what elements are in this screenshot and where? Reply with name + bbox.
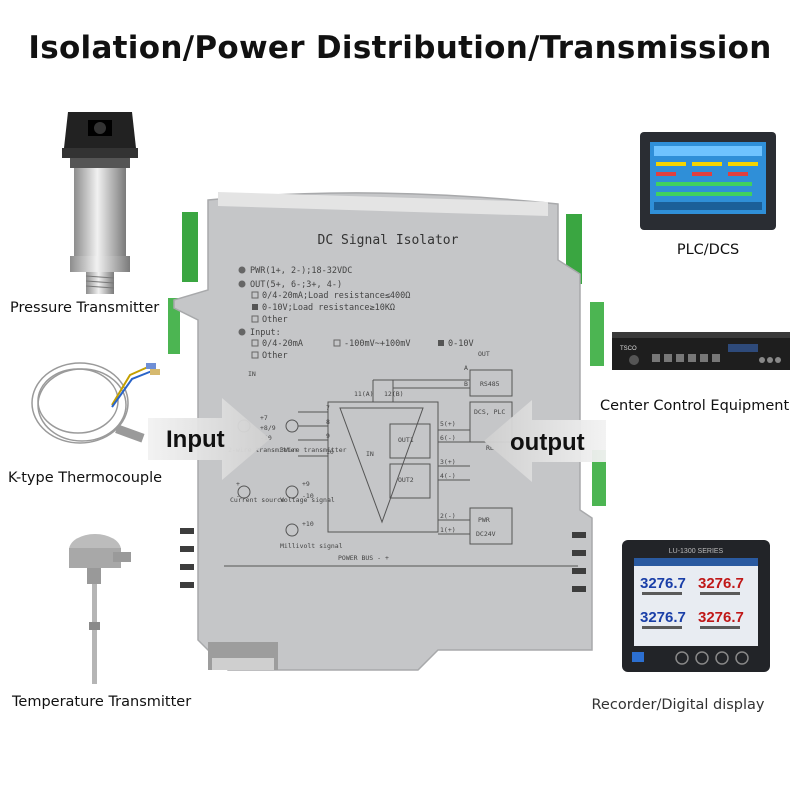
terminal-a: A bbox=[464, 364, 468, 372]
out-option-1: 0/4-20mA;Load resistance≤400Ω bbox=[262, 291, 410, 301]
module-title: DC Signal Isolator bbox=[318, 233, 459, 248]
current-source-label: Current source bbox=[230, 496, 285, 504]
input-arrow: Input bbox=[148, 398, 270, 480]
center-control-equipment-image: TSCO bbox=[612, 332, 790, 370]
plc-dcs-label: PLC/DCS bbox=[676, 242, 740, 258]
pressure-transmitter-label: Pressure Transmitter bbox=[10, 300, 160, 316]
terminal-8: 8 bbox=[326, 418, 330, 426]
thermocouple-label: K-type Thermocouple bbox=[8, 470, 163, 486]
two-wire-label: 2-wire transmitter bbox=[228, 446, 299, 454]
voltage-signal-label: Voltage signal bbox=[280, 496, 335, 504]
out1-block: OUT1 bbox=[398, 436, 414, 444]
millivolt-signal-label: Millivolt signal bbox=[280, 542, 343, 550]
terminal-p9: +9 bbox=[302, 480, 310, 488]
recorder-value-3: 3276.7 bbox=[640, 609, 686, 626]
terminal-m10-b: -10 bbox=[302, 492, 314, 500]
in-option-3: 0-10V bbox=[448, 339, 474, 349]
in-option-1: 0/4-20mA bbox=[262, 339, 303, 349]
out2-block: OUT2 bbox=[398, 476, 414, 484]
terminal-7: 7 bbox=[326, 404, 330, 412]
out-label: OUT bbox=[478, 350, 490, 358]
terminal-3: 3(+) bbox=[440, 458, 456, 466]
three-wire-label: 3Wire transmitter bbox=[280, 446, 347, 454]
out-spec: OUT(5+, 6-;3+, 4-) bbox=[250, 280, 342, 290]
recorder-value-1: 3276.7 bbox=[640, 575, 686, 592]
recorder-series: LU-1300 SERIES bbox=[669, 548, 724, 555]
terminal-p7: +7 bbox=[260, 414, 268, 422]
terminal-10: 10 bbox=[326, 448, 334, 456]
recorder-value-4: 3276.7 bbox=[698, 609, 744, 626]
center-control-label: Center Control Equipment bbox=[600, 398, 790, 414]
terminal-p89: +8/9 bbox=[260, 424, 276, 432]
terminal-b: B bbox=[464, 380, 468, 388]
output-arrow: output bbox=[484, 400, 606, 482]
pressure-transmitter-image bbox=[62, 112, 138, 294]
rs485-label: RS485 bbox=[480, 380, 500, 388]
in-block: IN bbox=[366, 450, 374, 458]
in-option-2: -100mV~+100mV bbox=[344, 339, 411, 349]
input-arrow-label: Input bbox=[166, 426, 225, 453]
terminal-2: 2(-) bbox=[440, 512, 456, 520]
terminal-1: 1(+) bbox=[440, 526, 456, 534]
plus-sign: + bbox=[236, 480, 240, 488]
in-option-4: Other bbox=[262, 351, 288, 361]
rl-label-1: RL bbox=[486, 444, 494, 452]
pwr-label: PWR bbox=[478, 516, 490, 524]
plc-dcs-image bbox=[640, 132, 776, 230]
dcs-plc-label: DCS, PLC bbox=[474, 408, 505, 416]
dc24v-label: DC24V bbox=[476, 530, 496, 538]
terminal-12: 12(B) bbox=[384, 390, 404, 398]
out-option-3: Other bbox=[262, 315, 288, 325]
temperature-transmitter-label: Temperature Transmitter bbox=[12, 694, 192, 710]
recorder-value-2: 3276.7 bbox=[698, 575, 744, 592]
pwr-spec: PWR(1+, 2-);18-32VDC bbox=[250, 266, 352, 276]
terminal-5: 5(+) bbox=[440, 420, 456, 428]
thermocouple-image bbox=[31, 362, 160, 444]
terminal-9: 9 bbox=[326, 432, 330, 440]
terminal-6: 6(-) bbox=[440, 434, 456, 442]
terminal-p10: +10 bbox=[302, 520, 314, 528]
minus-sign: - bbox=[236, 492, 240, 500]
terminal-4: 4(-) bbox=[440, 472, 456, 480]
power-bus-label: POWER BUS - + bbox=[338, 554, 389, 562]
control-brand: TSCO bbox=[620, 346, 637, 352]
in-label: IN bbox=[248, 370, 256, 378]
recorder-label: Recorder/Digital display bbox=[591, 697, 765, 713]
dc-signal-isolator-module: DC Signal Isolator PWR(1+, 2-);18-32VDC … bbox=[168, 192, 606, 671]
page-title: Isolation/Power Distribution/Transmissio… bbox=[28, 30, 772, 66]
input-spec: Input: bbox=[250, 328, 281, 338]
terminal-11: 11(A) bbox=[354, 390, 374, 398]
out-option-2: 0-10V;Load resistance≥10KΩ bbox=[262, 303, 395, 313]
output-arrow-label: output bbox=[510, 429, 585, 456]
temperature-transmitter-image bbox=[69, 534, 131, 684]
recorder-display-image: LU-1300 SERIES 3276.7 3276.7 3276.7 3276… bbox=[622, 540, 770, 672]
